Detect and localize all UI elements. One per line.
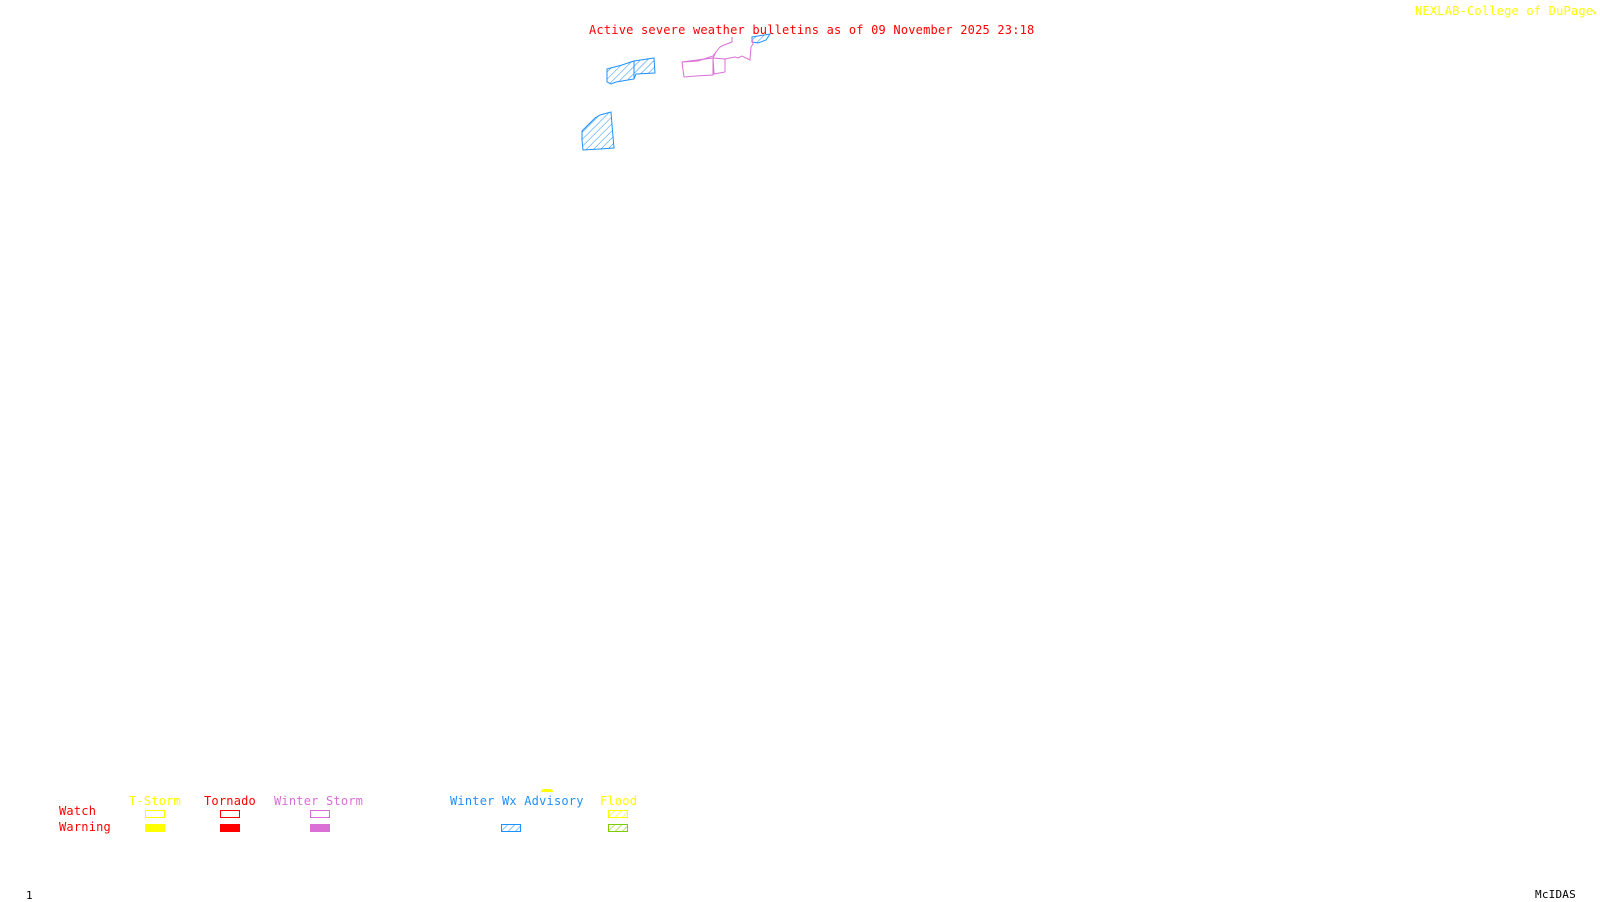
winter-storm-warning-swatch xyxy=(310,824,330,832)
legend-row-watch: Watch xyxy=(59,804,97,818)
legend-row-warning: Warning xyxy=(59,820,111,834)
cursor-arrow-icon: ↘ xyxy=(1590,3,1598,17)
software-label: McIDAS xyxy=(1535,888,1576,901)
winter-wx-advisory-swatch xyxy=(501,824,521,832)
legend-col-winter-wx-advisory: Winter Wx Advisory xyxy=(450,794,584,808)
tstorm-warning-swatch xyxy=(145,824,165,832)
winter-storm-watch-polygon[interactable] xyxy=(681,37,754,78)
advisory-polygon[interactable] xyxy=(581,111,615,151)
advisory-polygon[interactable] xyxy=(606,60,635,85)
credit-label: NEXLAB-College of DuPage xyxy=(1415,4,1594,18)
flood-warning-swatch xyxy=(608,824,628,832)
tstorm-watch-swatch xyxy=(145,810,165,818)
map-title: Active severe weather bulletins as of 09… xyxy=(589,23,1035,37)
tornado-warning-swatch xyxy=(220,824,240,832)
tornado-watch-swatch xyxy=(220,810,240,818)
winter-storm-watch-swatch xyxy=(310,810,330,818)
frame-number: 1 xyxy=(26,889,33,902)
flood-watch-swatch xyxy=(608,810,628,818)
legend-col-tornado: Tornado xyxy=(204,794,256,808)
yellow-marker-icon xyxy=(541,789,553,792)
advisory-polygon[interactable] xyxy=(633,57,656,80)
legend-col-tstorm: T-Storm xyxy=(129,794,181,808)
legend-col-flood: Flood xyxy=(600,794,638,808)
legend-col-winter-storm: Winter Storm xyxy=(274,794,364,808)
